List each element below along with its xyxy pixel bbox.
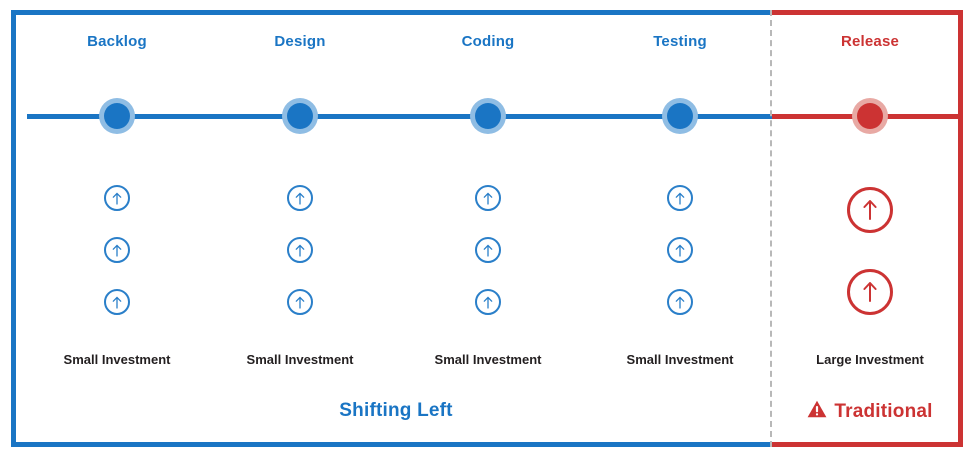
column-backlog: Backlog Small Investment [27, 0, 207, 456]
column-title-release: Release [840, 33, 900, 50]
arrow-up-icon [104, 185, 130, 211]
column-title-backlog: Backlog [87, 33, 147, 50]
arrow-up-icon [104, 237, 130, 263]
investment-label-coding: Small Investment [434, 352, 542, 367]
node-core [857, 103, 883, 129]
column-testing: Testing Small Investment [590, 0, 770, 456]
column-title-testing: Testing [653, 33, 707, 50]
investment-label-release: Large Investment [816, 352, 924, 367]
node-core [667, 103, 693, 129]
investment-label-testing: Small Investment [626, 352, 734, 367]
investment-label-design: Small Investment [246, 352, 354, 367]
column-design: Design Small Investment [210, 0, 390, 456]
arrow-up-icon [475, 185, 501, 211]
arrow-up-icon [475, 289, 501, 315]
caption-traditional-label: Traditional [834, 401, 933, 422]
arrow-up-icon [667, 237, 693, 263]
caption-shifting-left: Shifting Left [339, 400, 453, 421]
arrow-up-icon [287, 185, 313, 211]
arrow-up-icon [667, 185, 693, 211]
pipeline-line-blue [27, 114, 772, 119]
arrow-up-icon [847, 269, 893, 315]
column-title-coding: Coding [461, 33, 515, 50]
arrow-up-icon [287, 289, 313, 315]
node-core [104, 103, 130, 129]
arrow-up-icon [475, 237, 501, 263]
warning-triangle-icon [807, 400, 827, 424]
shifting-left-frame [11, 10, 773, 447]
arrow-up-icon [104, 289, 130, 315]
traditional-frame [772, 10, 963, 447]
arrow-up-icon [287, 237, 313, 263]
arrow-up-icon [667, 289, 693, 315]
caption-traditional: Traditional [782, 400, 958, 424]
column-title-design: Design [274, 33, 326, 50]
column-coding: Coding Small Investment [398, 0, 578, 456]
arrow-up-icon [847, 187, 893, 233]
section-divider [770, 10, 772, 447]
column-release: Release Large Investment [780, 0, 960, 456]
investment-label-backlog: Small Investment [63, 352, 171, 367]
node-core [475, 103, 501, 129]
node-core [287, 103, 313, 129]
